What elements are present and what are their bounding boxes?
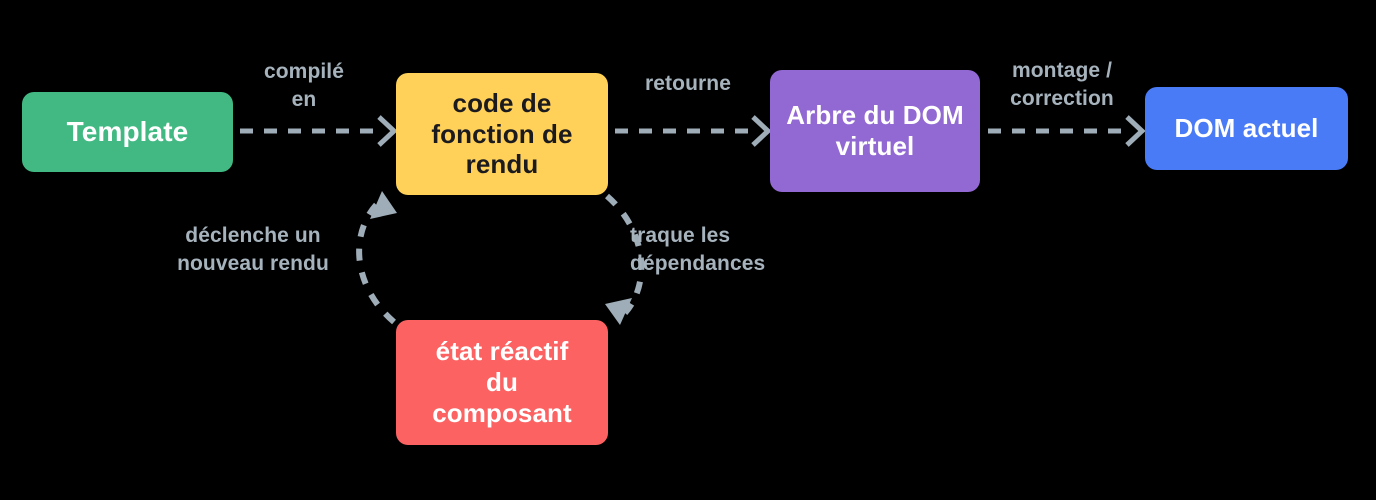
edge-label-track-dependencies: traque les dépendances: [630, 224, 766, 275]
node-render-function[interactable]: code de fonction de rendu: [396, 73, 608, 195]
node-reactive-state[interactable]: état réactif du composant: [396, 320, 608, 445]
node-actual-dom[interactable]: DOM actuel: [1145, 87, 1348, 170]
edge-patch: [988, 115, 1146, 147]
edge-label-mount-patch: montage / correction: [1010, 59, 1114, 110]
edge-label-compile: compilé en: [263, 60, 345, 111]
edge-compile: [240, 115, 398, 147]
edge-label-returns: retourne: [645, 72, 731, 95]
node-virtual-dom-tree[interactable]: Arbre du DOM virtuel: [770, 70, 980, 192]
edge-returns: [615, 115, 772, 147]
edge-label-trigger-rerender: déclenche un nouveau rendu: [177, 224, 329, 275]
node-template[interactable]: Template: [22, 92, 233, 172]
edge-trigger-rerender: [356, 191, 397, 325]
